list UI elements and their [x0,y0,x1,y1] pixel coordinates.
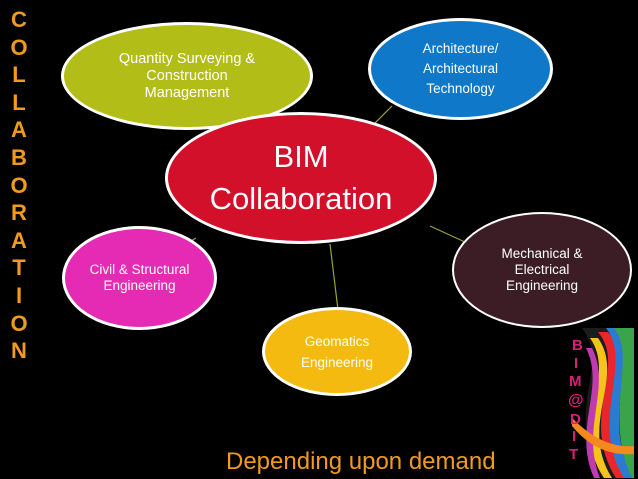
node-label-line: Management [144,84,230,101]
center-title-line: Collaboration [209,181,393,216]
node-label-line: Geomatics [304,333,370,349]
node-mechanical-electrical: Mechanical & Electrical Engineering [452,212,632,328]
side-letter: T [12,255,26,281]
side-letter: C [11,7,27,32]
side-letter: A [11,117,27,143]
node-label-line: Engineering [103,278,176,293]
connector-line-geomatics [329,243,339,311]
side-letter: O [10,172,28,198]
node-label-line: Architecture/ [422,41,499,56]
logo-ribbon [572,418,634,455]
logo-letter: B [572,337,583,354]
side-letter: B [11,144,27,170]
node-geomatics: Geomatics Engineering [262,307,412,396]
node-label-line: Civil & Structural [89,262,190,277]
logo-letter: I [574,355,578,372]
node-label-line: Technology [426,81,495,96]
side-letter: O [10,310,28,336]
node-label-line: Engineering [300,354,374,370]
center-title-line: BIM [273,139,329,174]
side-letter: L [12,89,26,115]
node-label-line: Quantity Surveying & [118,50,256,67]
node-quantity-surveying: Quantity Surveying & Construction Manage… [61,22,313,130]
node-label-line: Architectural [422,61,499,76]
logo-letter: @ [568,392,584,409]
logo-letter: M [569,373,582,390]
side-letter: L [12,62,26,88]
side-letter: R [11,200,27,226]
side-letter: I [15,282,23,308]
vertical-collaboration-word: C O L L A B O R A T I O N [4,6,34,365]
logo-letter: D [570,411,581,428]
node-label-line: Engineering [505,278,579,293]
logo-ribbon [586,348,600,478]
footer-caption: Depending upon demand [226,448,496,475]
logo-ribbon [606,328,634,478]
side-letter: A [11,227,27,253]
node-bim-collaboration: BIM Collaboration [165,112,437,244]
logo-letter: I [572,428,576,445]
node-label-line: Mechanical & [501,246,583,261]
logo-letter: T [569,446,578,463]
side-letter: N [11,338,27,364]
bim-at-dit-logo: B I M @ D I T [568,328,634,478]
node-label-line: Electrical [514,262,570,277]
logo-ribbon [614,328,634,478]
side-letter: O [10,34,28,60]
node-civil-structural: Civil & Structural Engineering [62,226,217,330]
node-architecture: Architecture/ Architectural Technology [368,18,553,120]
node-label-line: Construction [146,67,228,84]
